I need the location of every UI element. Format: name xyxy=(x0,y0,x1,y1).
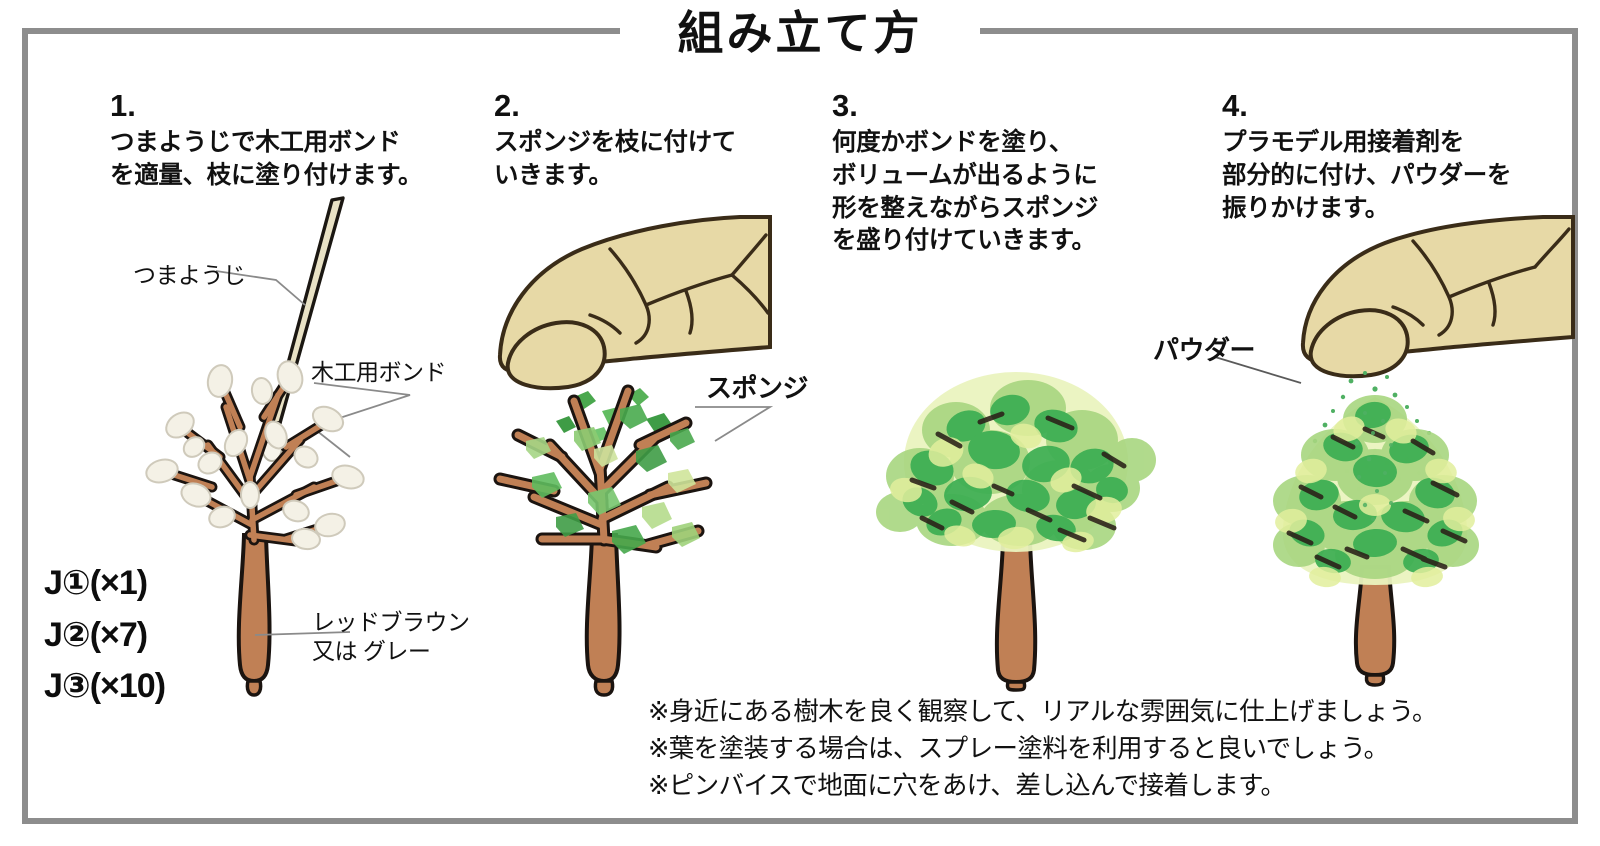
sponge-pieces-attached xyxy=(526,404,700,554)
page-title: 組み立て方 xyxy=(600,2,1000,64)
panel-4-illustration xyxy=(1214,215,1575,687)
glue-blobs xyxy=(145,360,365,551)
label-trunk-color: レッドブラウン 又は グレー xyxy=(312,609,470,665)
page-title-text: 組み立て方 xyxy=(677,7,923,59)
parts-list-item: J①(×1) xyxy=(44,564,148,602)
label-powder: パウダー xyxy=(1153,335,1256,365)
panel-1-illustration xyxy=(145,196,411,697)
parts-list: J①(×1) J②(×7) J③(×10) xyxy=(44,558,166,713)
wood-glue-leader-line xyxy=(310,382,411,458)
powdered-tree-illustration xyxy=(1273,395,1479,687)
panel-3-illustration xyxy=(876,372,1156,692)
parts-list-item: J②(×7) xyxy=(44,615,148,654)
step-2-text: スポンジを枝に付けて いきます。 xyxy=(494,129,736,189)
parts-list-item: J③(×10) xyxy=(44,667,166,706)
hand-sprinkling-icon xyxy=(1300,215,1575,379)
footer-notes: ※身近にある樹木を良く観察して、リアルな雰囲気に仕上げましょう。 ※葉を塗装する… xyxy=(648,698,1437,800)
hand-icon xyxy=(497,215,772,391)
step-3-number: 3. xyxy=(832,88,858,123)
sponge-leader-line xyxy=(695,406,774,442)
step-1-number: 1. xyxy=(110,88,136,123)
label-toothpick: つまようじ xyxy=(133,262,246,288)
trunk-color-leader-line xyxy=(254,631,351,636)
step-4-number: 4. xyxy=(1222,88,1248,123)
leafy-tree-illustration xyxy=(876,372,1156,692)
powder-leader-line xyxy=(1214,356,1302,384)
border-title-gap xyxy=(620,18,980,42)
step-4-text: プラモデル用接着剤を 部分的に付け、パウダーを 振りかけます。 xyxy=(1222,129,1512,222)
toothpick-leader-line xyxy=(215,270,306,306)
step-3-text: 何度かボンドを塗り、 ボリュームが出るように 形を整えながらスポンジ を盛り付け… xyxy=(832,129,1099,255)
step-2-number: 2. xyxy=(494,88,520,123)
label-sponge: スポンジ xyxy=(706,373,809,403)
step-1-text: つまようじで木工用ボンド を適量、枝に塗り付けます。 xyxy=(110,129,423,189)
label-wood-glue: 木工用ボンド xyxy=(311,359,447,385)
panel-2-illustration xyxy=(493,215,774,697)
